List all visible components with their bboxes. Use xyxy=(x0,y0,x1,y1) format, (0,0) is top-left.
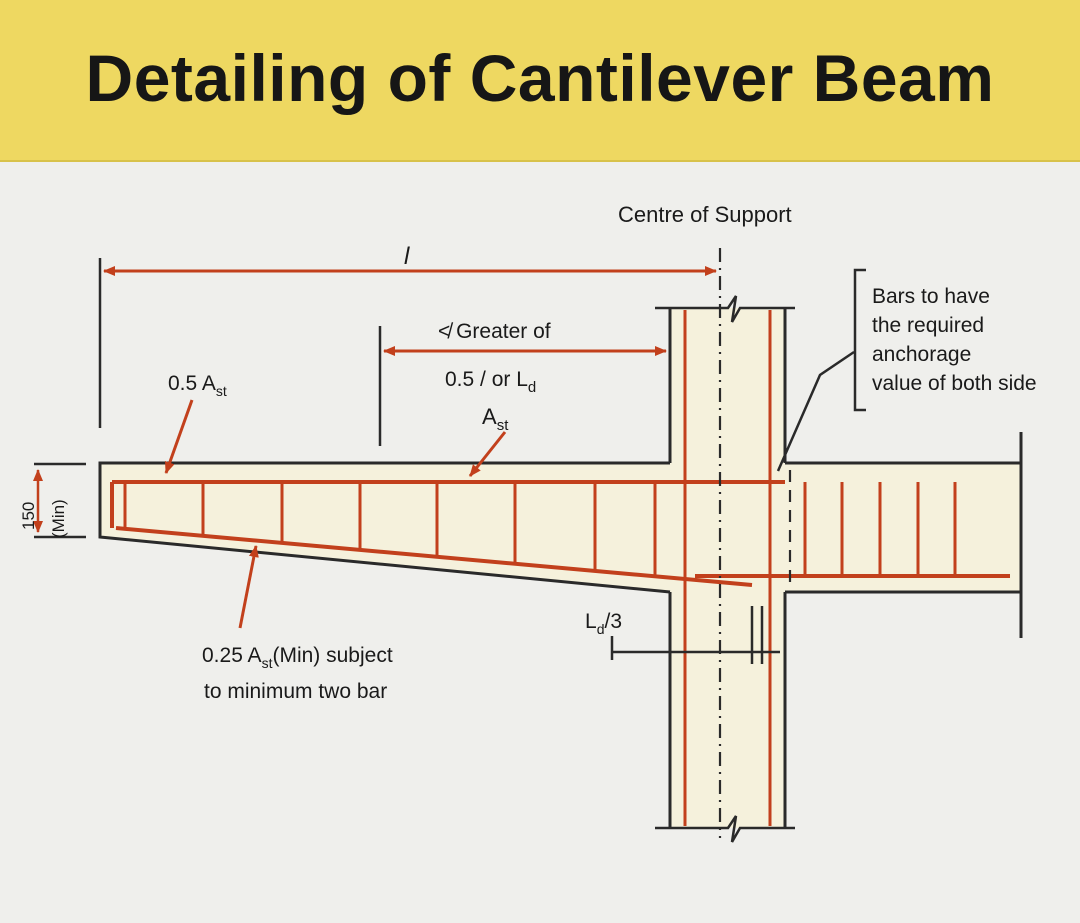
cantilever-beam-diagram: l Centre of Support ≮ Greater of 0.5 / o… xyxy=(0,160,1080,918)
note-line-1: Bars to have xyxy=(872,285,990,308)
quarter-ast-subscript: st xyxy=(262,655,273,671)
half-l-or-ld-label: 0.5 / or Ld xyxy=(445,368,536,396)
depth-value-label: 150 xyxy=(19,502,38,530)
anchorage-note: Bars to have the required anchorage valu… xyxy=(776,268,1037,472)
half-ast-subscript: st xyxy=(216,383,227,399)
ld3-dimension xyxy=(610,606,780,664)
note-line-2: the required xyxy=(872,314,984,337)
column-upper-body xyxy=(670,308,785,463)
depth-dimension xyxy=(33,462,86,539)
back-span-concrete xyxy=(785,463,1021,592)
column-top-break xyxy=(655,295,795,323)
note-line-3: anchorage xyxy=(872,343,971,366)
ld3-label: Ld/3 xyxy=(585,610,622,637)
top-ast-label: Ast xyxy=(482,404,509,434)
ld-subscript: d xyxy=(528,379,536,396)
ld3-subscript: d xyxy=(597,621,605,637)
half-ast-leader xyxy=(164,399,194,474)
cantilever-beam xyxy=(98,461,1005,594)
page-title: Detailing of Cantilever Beam xyxy=(85,41,995,115)
column-bottom-break xyxy=(655,815,795,843)
cantilever-stirrups xyxy=(123,482,657,578)
greater-of-label: ≮ Greater of xyxy=(438,320,551,343)
top-ast-subscript: st xyxy=(497,417,510,434)
note-leader xyxy=(776,350,855,472)
top-ast-leader xyxy=(468,431,507,477)
depth-min-label: (Min) xyxy=(49,499,68,538)
quarter-ast-label: 0.25 Ast(Min) subject xyxy=(202,644,393,671)
bottom-bar xyxy=(115,526,753,587)
span-label: l xyxy=(404,243,410,270)
note-line-4: value of both side xyxy=(872,372,1037,395)
centre-of-support-label: Centre of Support xyxy=(618,202,792,227)
back-span-stirrups xyxy=(803,482,957,576)
note-bracket xyxy=(853,268,866,412)
back-span-beam xyxy=(695,432,1023,638)
cantilever-concrete xyxy=(100,463,785,592)
span-dimension xyxy=(98,258,717,428)
column-lower-body xyxy=(670,592,785,828)
anchorage-dimension xyxy=(378,326,667,446)
half-ast-label: 0.5 Ast xyxy=(168,372,227,399)
title-banner: Detailing of Cantilever Beam xyxy=(0,0,1080,162)
quarter-ast-leader xyxy=(238,545,259,629)
min-two-bar-label: to minimum two bar xyxy=(204,680,387,703)
diagram-svg: l Centre of Support ≮ Greater of 0.5 / o… xyxy=(19,202,1037,843)
